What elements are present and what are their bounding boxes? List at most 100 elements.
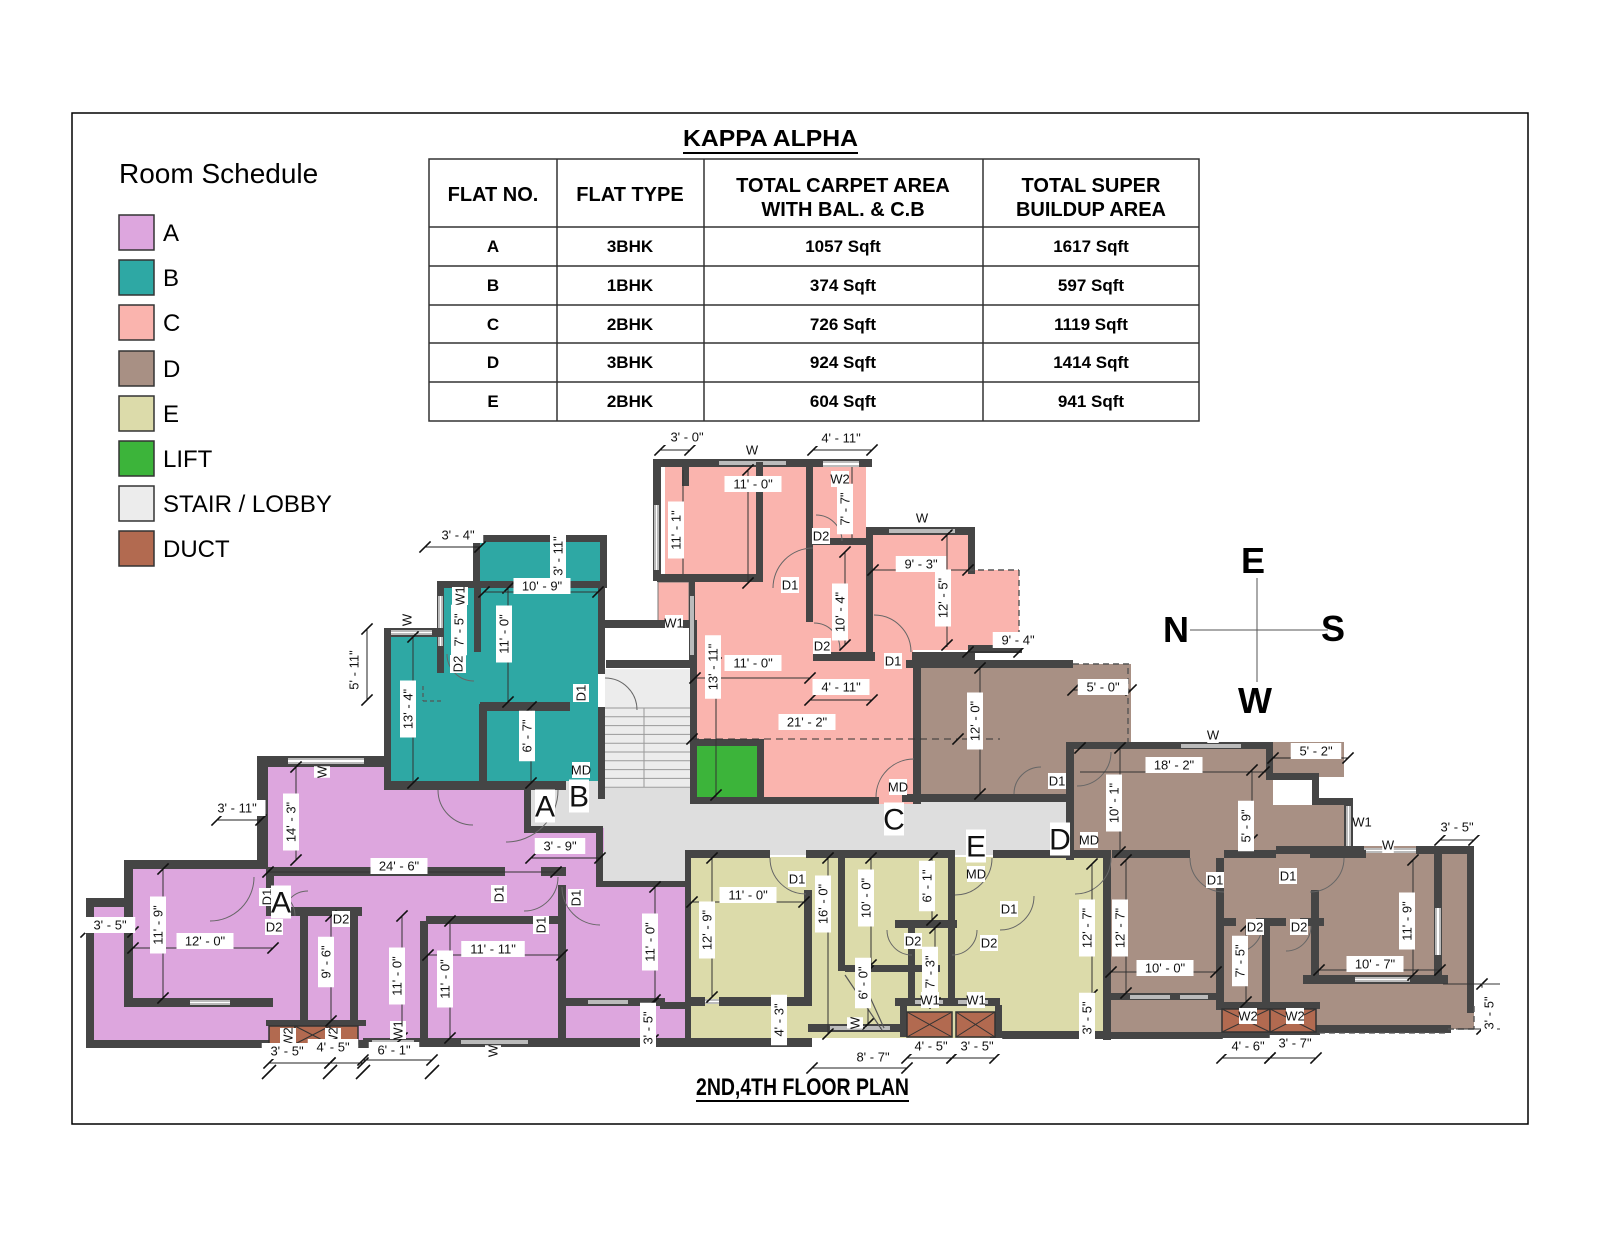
svg-text:C: C xyxy=(487,315,499,334)
svg-text:4' - 5": 4' - 5" xyxy=(316,1040,349,1055)
svg-text:3' - 11": 3' - 11" xyxy=(551,536,566,576)
svg-text:TOTAL SUPER: TOTAL SUPER xyxy=(1022,175,1161,197)
svg-text:D1: D1 xyxy=(534,917,549,934)
svg-text:W1: W1 xyxy=(391,1020,406,1040)
svg-text:W1: W1 xyxy=(920,993,940,1008)
svg-text:11' - 0": 11' - 0" xyxy=(438,959,453,999)
svg-text:6' - 1": 6' - 1" xyxy=(920,869,935,902)
svg-text:11' - 9": 11' - 9" xyxy=(1400,901,1415,941)
svg-text:D1: D1 xyxy=(574,685,589,702)
svg-text:BUILDUP AREA: BUILDUP AREA xyxy=(1016,199,1166,221)
svg-text:D2: D2 xyxy=(1247,920,1264,935)
svg-text:W1: W1 xyxy=(966,993,986,1008)
svg-text:E: E xyxy=(163,401,179,428)
svg-text:4' - 11": 4' - 11" xyxy=(821,431,861,446)
svg-text:9' - 6": 9' - 6" xyxy=(319,945,334,978)
svg-text:D1: D1 xyxy=(789,872,806,887)
svg-text:14' - 3": 14' - 3" xyxy=(284,801,299,842)
svg-text:TOTAL CARPET AREA: TOTAL CARPET AREA xyxy=(736,175,950,197)
svg-text:11' - 0": 11' - 0" xyxy=(643,922,658,962)
svg-text:A: A xyxy=(163,220,179,247)
svg-text:MD: MD xyxy=(966,867,986,882)
svg-text:10' - 9": 10' - 9" xyxy=(522,579,563,594)
svg-text:W: W xyxy=(486,1044,501,1057)
svg-text:W: W xyxy=(848,1016,863,1029)
svg-text:13' - 11": 13' - 11" xyxy=(706,643,721,690)
svg-text:9' - 3": 9' - 3" xyxy=(904,557,937,572)
svg-text:D: D xyxy=(487,353,499,372)
svg-text:W: W xyxy=(916,511,929,526)
svg-text:D: D xyxy=(1049,824,1071,857)
svg-text:C: C xyxy=(883,804,905,837)
svg-text:5' - 2": 5' - 2" xyxy=(1299,744,1332,759)
svg-text:2ND,4TH FLOOR PLAN: 2ND,4TH FLOOR PLAN xyxy=(696,1074,909,1101)
svg-text:W: W xyxy=(746,443,759,458)
svg-text:11' - 0": 11' - 0" xyxy=(497,614,512,654)
svg-text:4' - 6": 4' - 6" xyxy=(1231,1039,1264,1054)
svg-text:D1: D1 xyxy=(492,886,507,903)
svg-text:11' - 9": 11' - 9" xyxy=(151,905,166,945)
svg-text:7' - 7": 7' - 7" xyxy=(838,492,853,525)
svg-text:STAIR / LOBBY: STAIR / LOBBY xyxy=(163,491,332,518)
svg-text:24' - 6": 24' - 6" xyxy=(379,859,420,874)
svg-text:10' - 4": 10' - 4" xyxy=(833,591,848,632)
svg-text:D2: D2 xyxy=(1291,920,1308,935)
svg-text:D2: D2 xyxy=(266,920,283,935)
svg-text:D2: D2 xyxy=(981,936,998,951)
svg-text:21' - 2": 21' - 2" xyxy=(787,715,828,730)
svg-text:W1: W1 xyxy=(453,586,468,606)
svg-text:1617 Sqft: 1617 Sqft xyxy=(1053,237,1129,256)
svg-text:MD: MD xyxy=(888,780,908,795)
svg-text:12' - 7": 12' - 7" xyxy=(1080,907,1095,948)
svg-text:D1: D1 xyxy=(1207,873,1224,888)
svg-text:5' - 0": 5' - 0" xyxy=(1086,680,1119,695)
svg-text:2BHK: 2BHK xyxy=(607,392,654,411)
svg-text:3' - 5": 3' - 5" xyxy=(1482,996,1497,1029)
svg-text:E: E xyxy=(487,392,498,411)
svg-text:W2: W2 xyxy=(1285,1009,1305,1024)
svg-text:11' - 0": 11' - 0" xyxy=(733,656,773,671)
svg-text:9' - 4": 9' - 4" xyxy=(1001,633,1034,648)
svg-text:D1: D1 xyxy=(885,654,902,669)
svg-text:W: W xyxy=(315,765,330,778)
svg-text:5' - 11": 5' - 11" xyxy=(347,650,362,690)
svg-text:6' - 1": 6' - 1" xyxy=(377,1043,410,1058)
svg-text:3' - 7": 3' - 7" xyxy=(1278,1036,1311,1051)
svg-text:W: W xyxy=(1238,680,1272,721)
svg-text:5' - 9": 5' - 9" xyxy=(1239,809,1254,842)
svg-text:3' - 5": 3' - 5" xyxy=(1080,1001,1095,1034)
svg-text:10' - 1": 10' - 1" xyxy=(1107,782,1122,823)
svg-text:A: A xyxy=(271,887,291,920)
svg-text:11' - 0": 11' - 0" xyxy=(390,956,405,996)
svg-text:W2: W2 xyxy=(281,1027,296,1047)
svg-text:7' - 5": 7' - 5" xyxy=(1233,944,1248,977)
svg-text:D1: D1 xyxy=(1280,869,1297,884)
svg-text:FLAT TYPE: FLAT TYPE xyxy=(576,184,683,206)
svg-text:LIFT: LIFT xyxy=(163,446,213,473)
svg-text:B: B xyxy=(569,781,589,814)
svg-text:924 Sqft: 924 Sqft xyxy=(810,353,876,372)
svg-text:11' - 11": 11' - 11" xyxy=(470,942,516,957)
svg-text:12' - 0": 12' - 0" xyxy=(185,934,226,949)
svg-text:8' - 7": 8' - 7" xyxy=(856,1050,889,1065)
svg-text:D: D xyxy=(163,356,180,383)
svg-text:1414 Sqft: 1414 Sqft xyxy=(1053,353,1129,372)
svg-text:4' - 5": 4' - 5" xyxy=(914,1039,947,1054)
svg-text:3BHK: 3BHK xyxy=(607,353,654,372)
svg-text:W1: W1 xyxy=(664,616,684,631)
svg-text:MD: MD xyxy=(571,763,591,778)
svg-text:D2: D2 xyxy=(814,639,831,654)
svg-text:D2: D2 xyxy=(905,934,922,949)
svg-text:D1: D1 xyxy=(1049,774,1066,789)
svg-text:1119 Sqft: 1119 Sqft xyxy=(1054,315,1128,334)
svg-text:3' - 5": 3' - 5" xyxy=(1440,820,1473,835)
svg-text:3' - 5": 3' - 5" xyxy=(641,1011,656,1044)
svg-text:D1: D1 xyxy=(260,889,275,906)
svg-text:3' - 9": 3' - 9" xyxy=(543,839,576,854)
svg-text:Room Schedule: Room Schedule xyxy=(119,158,318,189)
svg-text:10' - 0": 10' - 0" xyxy=(1145,961,1186,976)
svg-text:10' - 0": 10' - 0" xyxy=(859,877,874,918)
svg-text:12' - 0": 12' - 0" xyxy=(968,700,983,741)
svg-text:12' - 7": 12' - 7" xyxy=(1113,907,1128,948)
svg-text:726 Sqft: 726 Sqft xyxy=(810,315,876,334)
